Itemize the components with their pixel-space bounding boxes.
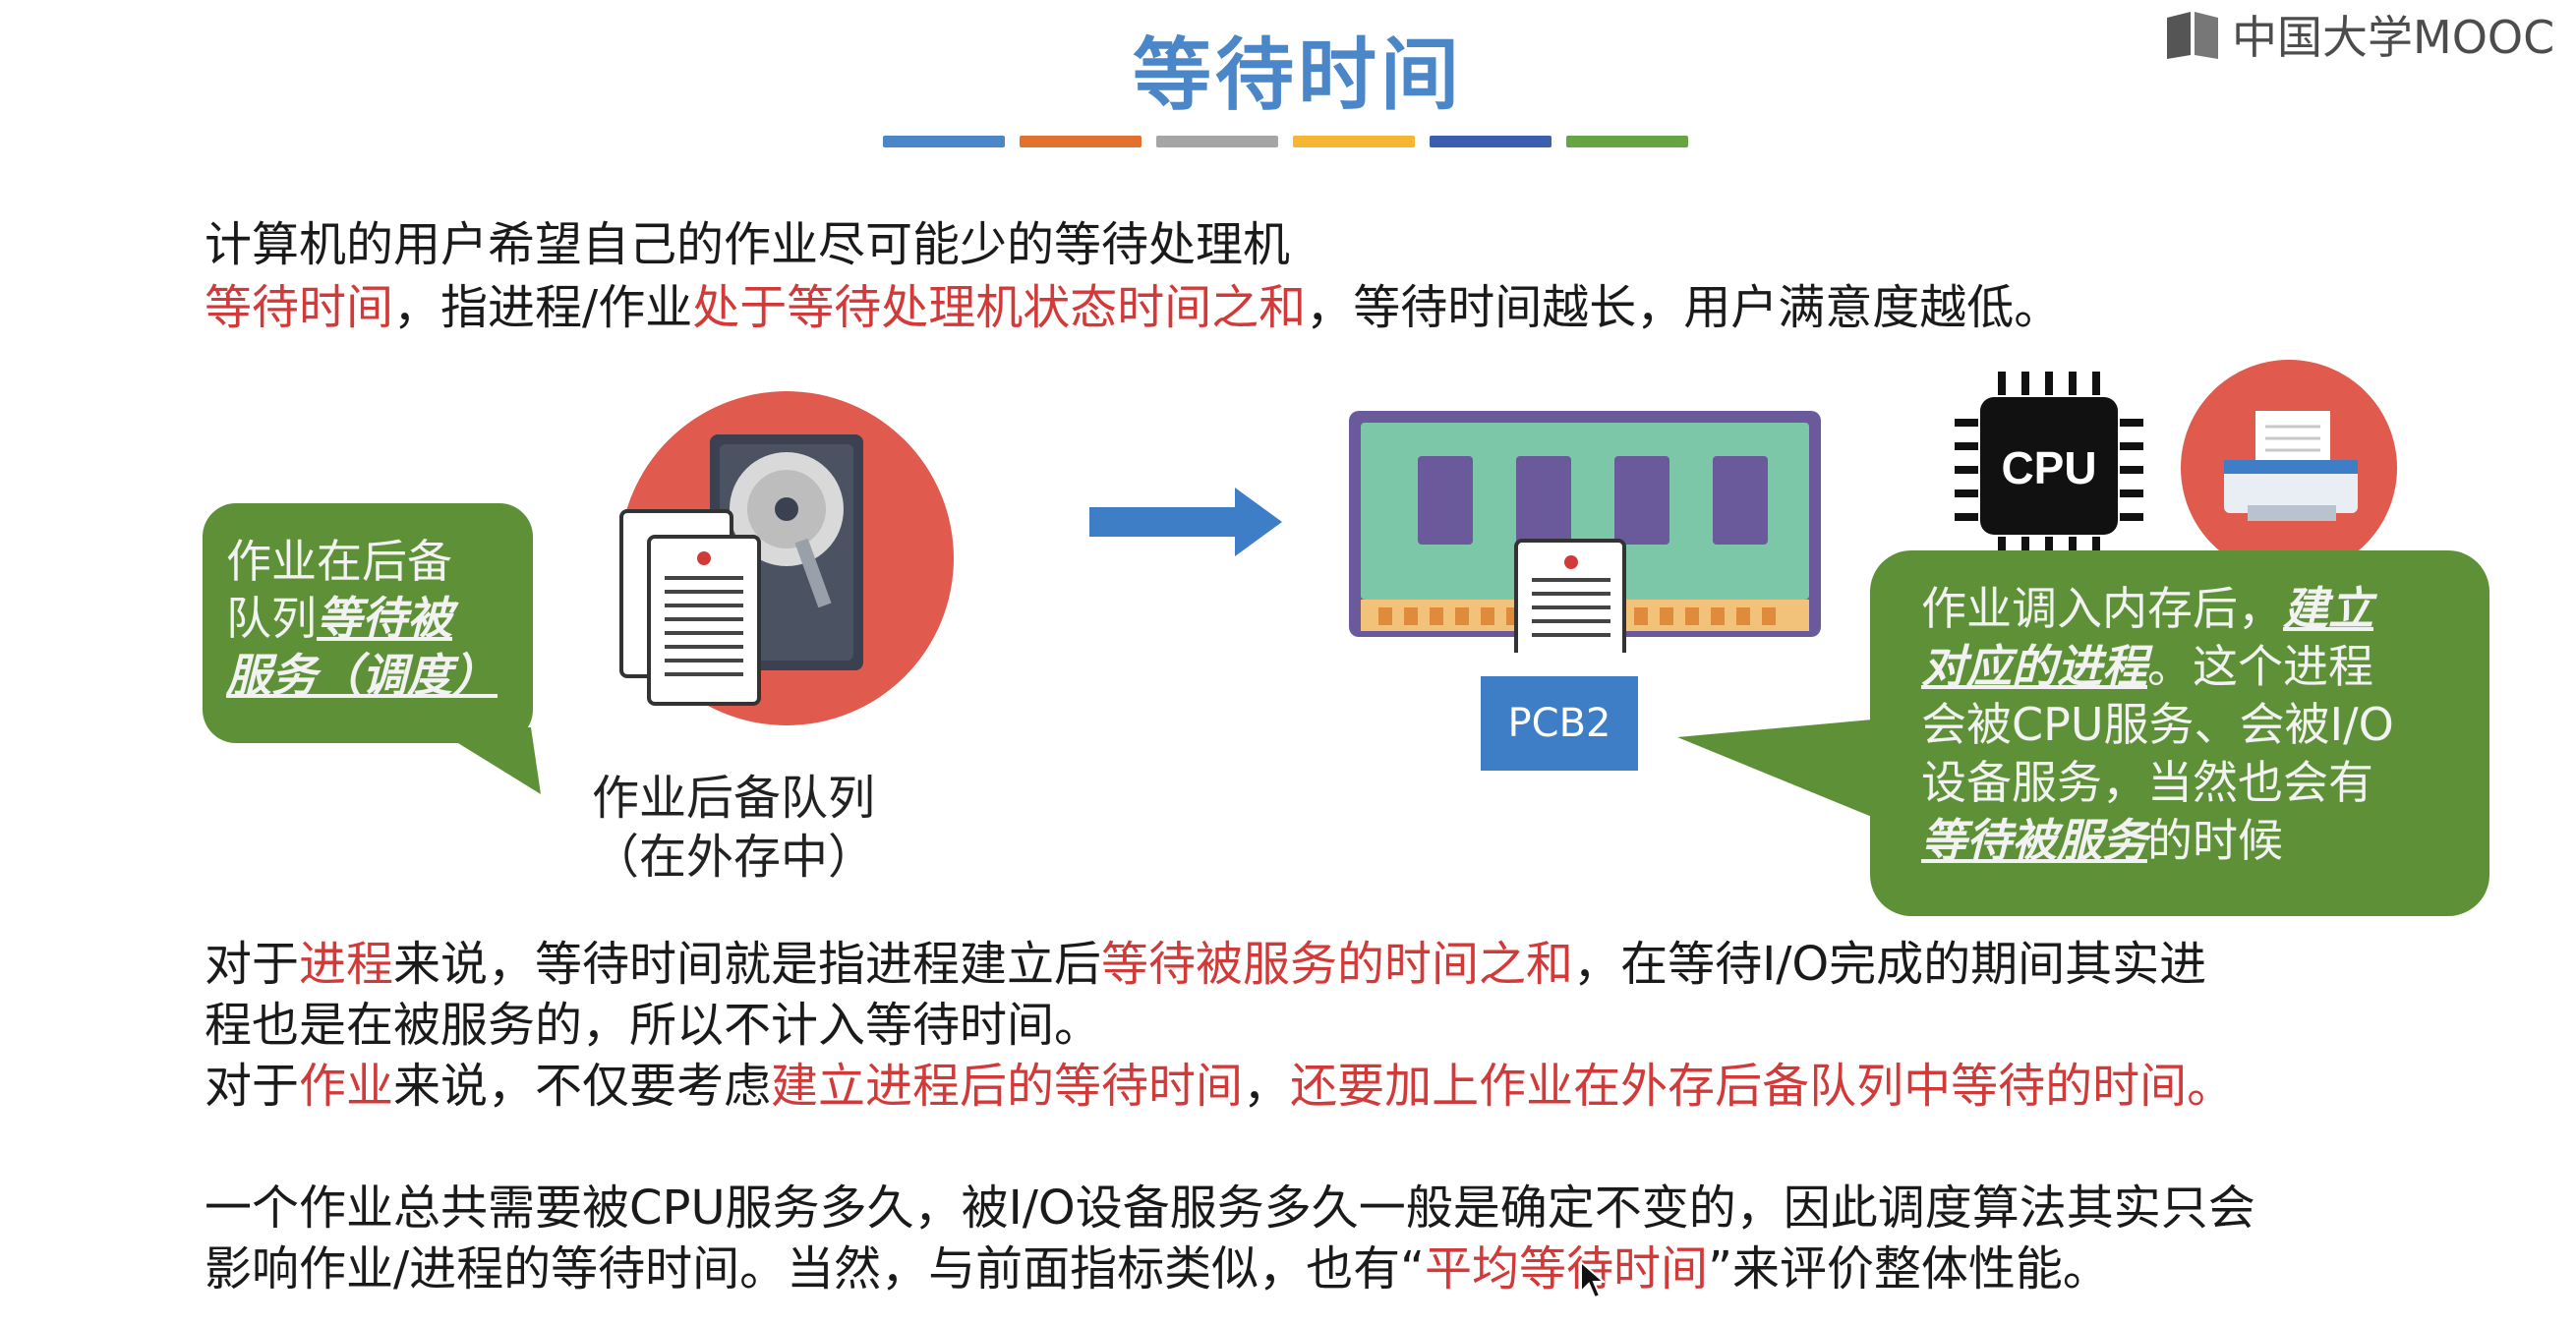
text-segment: 影响作业/进程的等待时间。当然，与前面指标类似，也有“ bbox=[205, 1241, 1426, 1296]
pcb-label: PCB2 bbox=[1481, 676, 1638, 771]
definition-highlight: 处于等待处理机状态时间之和 bbox=[692, 280, 1307, 335]
color-bar bbox=[1156, 136, 1278, 147]
color-bar bbox=[883, 136, 1005, 147]
term-average-waiting-time: 平均等待时间 bbox=[1425, 1241, 1709, 1296]
bubble-emphasis: 建立 bbox=[2283, 582, 2373, 635]
memory-module-icon bbox=[1349, 411, 1821, 653]
caption-line: （在外存中） bbox=[591, 830, 875, 885]
color-bar bbox=[1566, 136, 1688, 147]
bubble-text: 队列 bbox=[226, 592, 317, 645]
printer-icon bbox=[2181, 360, 2397, 576]
bubble-text: 。这个进程 bbox=[2147, 640, 2373, 693]
summary-line-1: 一个作业总共需要被CPU服务多久，被I/O设备服务多久一般是确定不变的，因此调度… bbox=[205, 1181, 2255, 1236]
hard-disk-icon bbox=[619, 391, 954, 725]
left-bubble-tail bbox=[433, 727, 541, 794]
bubble-line: 作业调入内存后，建立 bbox=[1921, 580, 2450, 638]
text-segment: ， bbox=[1243, 1059, 1291, 1114]
bubble-emphasis: 对应的进程 bbox=[1921, 640, 2147, 693]
highlight-text: 等待被服务的时间之和 bbox=[1101, 937, 1574, 992]
bubble-emphasis: 等待被服务 bbox=[1921, 814, 2147, 867]
text-segment: 来说，等待时间就是指进程建立后 bbox=[393, 937, 1102, 992]
color-bar bbox=[1430, 136, 1551, 147]
job-paragraph: 对于作业来说，不仅要考虑建立进程后的等待时间，还要加上作业在外存后备队列中等待的… bbox=[205, 1056, 2234, 1117]
cpu-label: CPU bbox=[2001, 442, 2096, 493]
bubble-line: 设备服务，当然也会有 bbox=[1921, 756, 2373, 809]
mooc-logo: 中国大学MOOC bbox=[2163, 0, 2554, 69]
mouse-cursor-icon bbox=[1580, 1260, 1605, 1299]
bubble-text: 的时候 bbox=[2147, 814, 2283, 867]
slide-title: 等待时间 bbox=[1133, 29, 1463, 121]
mooc-book-icon bbox=[2167, 12, 2218, 59]
bubble-line: 队列等待被 bbox=[226, 590, 509, 647]
bubble-emphasis: 服务（调度） bbox=[226, 649, 498, 702]
bubble-line: 作业在后备 bbox=[226, 535, 452, 588]
text-segment: ”来评价整体性能。 bbox=[1708, 1241, 2110, 1296]
title-color-bars bbox=[883, 136, 1688, 147]
bubble-line: 会被CPU服务、会被I/O bbox=[1921, 698, 2394, 751]
process-paragraph-line-1: 对于进程来说，等待时间就是指进程建立后等待被服务的时间之和，在等待I/O完成的期… bbox=[205, 934, 2206, 995]
intro-line-1: 计算机的用户希望自己的作业尽可能少的等待处理机 bbox=[205, 217, 1291, 272]
right-bubble-tail bbox=[1677, 718, 1894, 826]
highlight-text: 还要加上作业在外存后备队列中等待的时间。 bbox=[1290, 1059, 2235, 1114]
job-queue-caption: 作业后备队列 （在外存中） bbox=[556, 769, 910, 887]
text-segment: ，在等待I/O完成的期间其实进 bbox=[1573, 937, 2207, 992]
text-segment: ，指进程/作业 bbox=[393, 280, 693, 335]
term-waiting-time: 等待时间 bbox=[205, 280, 394, 335]
process-bubble: 作业调入内存后，建立 对应的进程。这个进程 会被CPU服务、会被I/O 设备服务… bbox=[1870, 550, 2489, 916]
bubble-line: 对应的进程。这个进程 bbox=[1921, 638, 2450, 696]
right-arrow-icon bbox=[1089, 488, 1282, 556]
bubble-line: 等待被服务的时候 bbox=[1921, 812, 2450, 870]
cpu-chip-icon: CPU bbox=[1955, 372, 2143, 560]
text-segment: 来说，不仅要考虑 bbox=[393, 1059, 772, 1114]
process-paragraph-line-2: 程也是在被服务的，所以不计入等待时间。 bbox=[205, 998, 1102, 1053]
color-bar bbox=[1293, 136, 1415, 147]
caption-line: 作业后备队列 bbox=[591, 771, 875, 826]
intro-line-2: 等待时间，指进程/作业处于等待处理机状态时间之和，等待时间越长，用户满意度越低。 bbox=[205, 277, 2061, 338]
highlight-text: 建立进程后的等待时间 bbox=[771, 1059, 1244, 1114]
color-bar bbox=[1020, 136, 1142, 147]
text-segment: 对于 bbox=[205, 937, 300, 992]
term-job: 作业 bbox=[299, 1059, 394, 1114]
text-segment: 对于 bbox=[205, 1059, 300, 1114]
text-segment: ，等待时间越长，用户满意度越低。 bbox=[1306, 280, 2062, 335]
bubble-text: 作业调入内存后， bbox=[1921, 582, 2283, 635]
logo-text: 中国大学MOOC bbox=[2232, 11, 2555, 64]
job-queue-bubble: 作业在后备 队列等待被 服务（调度） bbox=[203, 503, 533, 743]
term-process: 进程 bbox=[299, 937, 394, 992]
summary-line-2: 影响作业/进程的等待时间。当然，与前面指标类似，也有“平均等待时间”来评价整体性… bbox=[205, 1239, 2110, 1299]
bubble-emphasis: 等待被 bbox=[317, 592, 452, 645]
